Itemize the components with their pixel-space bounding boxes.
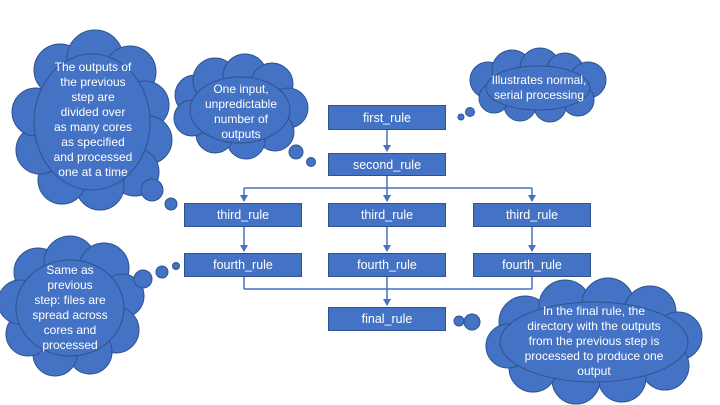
note-final-rule-line-3: from the previous step is	[528, 333, 660, 348]
note-final-rule-line-2: directory with the outputs	[527, 318, 661, 333]
note-divided-line-7: and processed	[53, 150, 133, 164]
note-final-rule-line-4: processed to produce one	[524, 348, 664, 363]
node-third-rule-center-label: third_rule	[360, 208, 414, 222]
note-divided-line-2: the previous	[60, 75, 126, 89]
note-one-input-line-2: unpredictable	[204, 97, 278, 111]
node-third-rule-right: third_rule	[473, 203, 591, 227]
note-one-input-line-3: number of	[213, 112, 269, 126]
note-same-as-line-6: processed	[42, 338, 98, 352]
cloud-one-input-tail	[288, 144, 316, 167]
node-final-rule: final_rule	[328, 307, 446, 331]
note-same-as-line-2: previous	[47, 278, 93, 292]
node-fourth-rule-right: fourth_rule	[473, 253, 591, 277]
node-first-rule-label: first_rule	[363, 110, 411, 125]
node-fourth-rule-left-label: fourth_rule	[213, 258, 273, 272]
note-one-input: One input, unpredictable number of outpu…	[186, 80, 296, 144]
cloud-serial-tail	[457, 107, 475, 121]
note-same-as-line-5: cores and	[43, 323, 97, 337]
note-same-as: Same as previous step: files are spread …	[14, 260, 126, 356]
note-one-input-line-4: outputs	[221, 127, 261, 141]
cloud-final-rule-tail	[453, 313, 481, 331]
note-divided-line-4: divided over	[60, 105, 126, 119]
cloud-divided-tail	[140, 178, 178, 211]
note-serial-line-2: serial processing	[493, 88, 585, 102]
note-divided-line-5: as many cores	[53, 120, 132, 134]
node-fourth-rule-center-label: fourth_rule	[357, 258, 417, 272]
note-serial-line-1: Illustrates normal,	[491, 73, 587, 87]
cloud-serial	[469, 47, 607, 123]
note-final-rule-line-1: In the final rule, the	[542, 303, 646, 318]
note-divided-line-1: The outputs of	[54, 60, 132, 74]
cloud-divided	[11, 29, 173, 211]
node-fourth-rule-right-label: fourth_rule	[502, 258, 562, 272]
note-divided-line-3: step are	[71, 90, 115, 104]
note-serial: Illustrates normal, serial processing	[484, 68, 594, 108]
node-first-rule: first_rule	[328, 105, 446, 130]
cloud-one-input	[173, 53, 309, 160]
node-final-rule-label: final_rule	[361, 312, 413, 326]
connectors	[240, 130, 536, 306]
cloud-final-rule	[485, 277, 703, 405]
note-final-rule: In the final rule, the directory with th…	[506, 302, 682, 380]
note-same-as-line-1: Same as	[46, 263, 94, 277]
node-second-rule-label: second_rule	[352, 157, 422, 172]
node-third-rule-left: third_rule	[184, 203, 302, 227]
node-third-rule-right-label: third_rule	[505, 208, 559, 222]
cloud-same-as-tail	[133, 262, 180, 289]
node-third-rule-center: third_rule	[328, 203, 446, 227]
note-same-as-line-3: step: files are	[34, 293, 106, 307]
note-same-as-line-4: spread across	[32, 308, 108, 322]
node-fourth-rule-left: fourth_rule	[184, 253, 302, 277]
cloud-same-as	[0, 235, 145, 377]
node-third-rule-left-label: third_rule	[216, 208, 270, 222]
note-one-input-line-1: One input,	[213, 82, 269, 96]
note-final-rule-line-5: output	[577, 363, 611, 378]
node-fourth-rule-center: fourth_rule	[328, 253, 446, 277]
node-second-rule: second_rule	[328, 153, 446, 176]
note-divided-line-6: as specified	[61, 135, 125, 149]
note-divided: The outputs of the previous step are div…	[30, 56, 156, 184]
note-divided-line-8: one at a time	[58, 165, 128, 179]
